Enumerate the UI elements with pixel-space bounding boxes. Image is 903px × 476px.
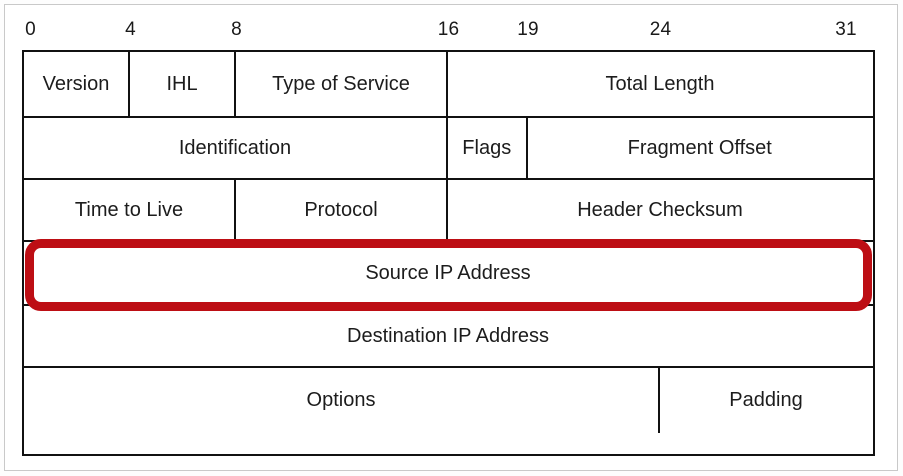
field-label: Total Length <box>605 72 715 95</box>
header-field-row: Options Padding <box>24 368 873 433</box>
field-version: Version <box>24 52 130 116</box>
field-label: Fragment Offset <box>627 136 772 159</box>
header-field-row: Destination IP Address <box>24 306 873 368</box>
field-identification: Identification <box>24 118 448 178</box>
field-protocol: Protocol <box>236 180 448 240</box>
field-label: Options <box>306 389 376 411</box>
header-field-row: Source IP Address <box>24 242 873 306</box>
field-label: Flags <box>462 136 512 159</box>
header-field-row: Version IHL Type of Service Total Length <box>24 52 873 118</box>
field-label: Destination IP Address <box>347 324 549 347</box>
field-time-to-live: Time to Live <box>24 180 236 240</box>
bit-ruler-label-19: 19 <box>517 19 539 40</box>
bit-ruler-label-31: 31 <box>835 19 857 40</box>
field-label: Type of Service <box>272 72 410 95</box>
field-label: Protocol <box>304 198 378 221</box>
field-label: Identification <box>178 136 292 159</box>
field-header-checksum: Header Checksum <box>448 180 872 240</box>
field-label: Padding <box>729 389 803 411</box>
bit-ruler-label-16: 16 <box>437 19 460 40</box>
header-field-row: Identification Flags Fragment Offset <box>24 118 873 180</box>
ipv4-header-diagram: 0 4 8 16 19 24 31 Version IHL Type of Service Tot… <box>22 18 875 456</box>
field-label: Version <box>42 72 110 95</box>
field-ihl: IHL <box>130 52 236 116</box>
field-label: IHL <box>166 72 198 95</box>
field-type-of-service: Type of Service <box>236 52 448 116</box>
bit-ruler-label-0: 0 <box>25 19 36 40</box>
bit-ruler-label-8: 8 <box>231 19 242 40</box>
field-options: Options <box>24 368 660 433</box>
bit-position-ruler: 0 4 8 16 19 24 31 <box>22 18 875 50</box>
field-label: Time to Live <box>74 198 184 221</box>
field-padding: Padding <box>660 368 872 433</box>
field-destination-ip-address: Destination IP Address <box>24 306 872 366</box>
field-source-ip-address: Source IP Address <box>24 242 872 304</box>
field-label: Header Checksum <box>577 198 743 221</box>
field-flags: Flags <box>448 118 528 178</box>
header-field-row: Time to Live Protocol Header Checksum <box>24 180 873 242</box>
field-total-length: Total Length <box>448 52 872 116</box>
bit-ruler-label-4: 4 <box>125 19 136 40</box>
field-fragment-offset: Fragment Offset <box>528 118 873 178</box>
bit-ruler-label-24: 24 <box>649 19 672 40</box>
field-label: Source IP Address <box>365 261 531 284</box>
